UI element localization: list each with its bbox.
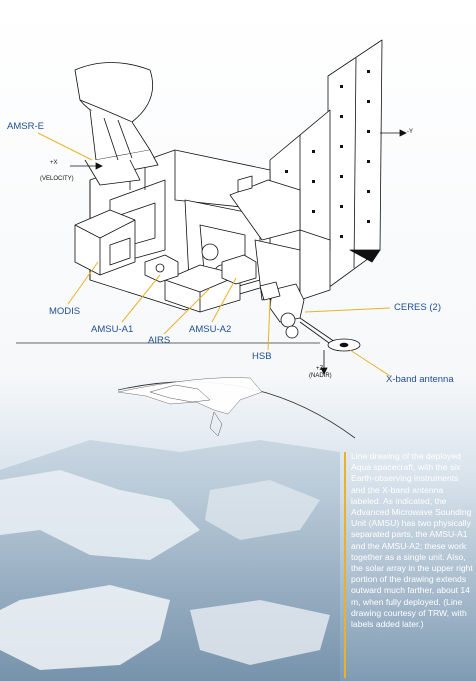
label-airs: AIRS: [148, 335, 171, 346]
label-x-band-antenna: X-band antenna: [386, 374, 454, 385]
hsb-instrument: [259, 281, 281, 301]
axis-neg-y-symbol: -Y: [407, 129, 413, 135]
leader-modis: [67, 261, 99, 305]
amsu-a2-instrument: [221, 254, 257, 285]
label-hsb: HSB: [252, 351, 272, 362]
amsu-a1-instrument: [144, 254, 179, 283]
aqua-spacecraft: [74, 39, 383, 352]
neg-y-arrowhead-icon: [399, 129, 407, 137]
caption-accent-bar: [344, 452, 346, 678]
label-amsu-a1: AMSU-A1: [91, 324, 134, 335]
leader-lines: [37, 132, 391, 377]
leader-airs: [163, 287, 211, 335]
figure-caption: Line drawing of the deployed Aqua spacec…: [351, 451, 473, 630]
amsr-e-antenna: [74, 62, 159, 186]
leader-x-band: [349, 349, 391, 377]
label-amsr-e: AMSR-E: [7, 121, 44, 132]
ice-landscape: [0, 440, 340, 681]
airs-instrument: [164, 264, 241, 313]
axis-nadir-symbol: +Z: [316, 366, 324, 372]
velocity-arrowhead-icon: [95, 162, 103, 170]
leader-hsb: [267, 299, 271, 351]
label-amsu-a2: AMSU-A2: [189, 324, 232, 335]
leader-amsu-a2: [211, 277, 237, 323]
modis-instrument: [74, 209, 136, 276]
earth-landmass: [117, 377, 263, 415]
leader-amsr-e: [37, 132, 93, 161]
nadir-arrowhead-icon: [320, 367, 328, 375]
axis-nadir-note: (NADIR): [309, 373, 332, 379]
label-modis: MODIS: [49, 306, 81, 317]
label-ceres: CERES (2): [394, 302, 441, 313]
x-band-antenna: [299, 317, 361, 352]
leader-amsu-a1: [121, 274, 161, 323]
axis-velocity-note: (VELOCITY): [40, 176, 74, 182]
axis-arrows: [70, 129, 407, 375]
axis-velocity-symbol: +X: [50, 160, 58, 166]
earth-coastline: [149, 384, 223, 437]
leader-ceres: [304, 307, 391, 313]
